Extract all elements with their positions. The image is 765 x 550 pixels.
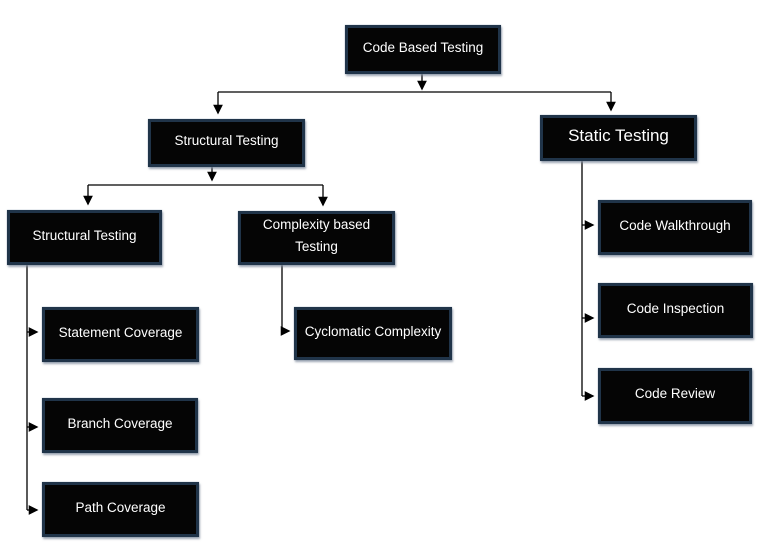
node-label: Static Testing [568, 126, 669, 146]
node-cyclomatic-complexity: Cyclomatic Complexity [294, 307, 452, 360]
node-static-testing: Static Testing [540, 115, 697, 161]
node-label: Code Review [634, 386, 716, 402]
node-branch-coverage: Branch Coverage [42, 398, 198, 453]
node-path-coverage: Path Coverage [42, 482, 199, 537]
node-label: Code Inspection [626, 300, 725, 316]
connector-to-cyclomatic-complexity [280, 265, 291, 336]
node-label: Structural Testing [174, 133, 279, 149]
node-complexity-based-testing: Complexity based Testing [238, 211, 395, 265]
node-structural-testing-l3: Structural Testing [7, 210, 162, 265]
node-label: Statement Coverage [58, 324, 183, 340]
node-label: Path Coverage [75, 499, 166, 515]
node-label: Structural Testing [32, 227, 137, 243]
node-code-based-testing: Code Based Testing [345, 25, 501, 74]
node-label: Complexity based Testing [262, 217, 371, 254]
node-statement-coverage: Statement Coverage [42, 307, 199, 362]
node-code-walkthrough: Code Walkthrough [598, 200, 752, 255]
node-label: Cyclomatic Complexity [304, 323, 442, 339]
node-label: Branch Coverage [67, 415, 173, 431]
node-code-review: Code Review [598, 368, 752, 424]
node-structural-testing-l2: Structural Testing [148, 119, 305, 167]
node-label: Code Based Testing [362, 39, 484, 55]
node-label: Code Walkthrough [619, 217, 731, 233]
node-code-inspection: Code Inspection [598, 283, 753, 338]
